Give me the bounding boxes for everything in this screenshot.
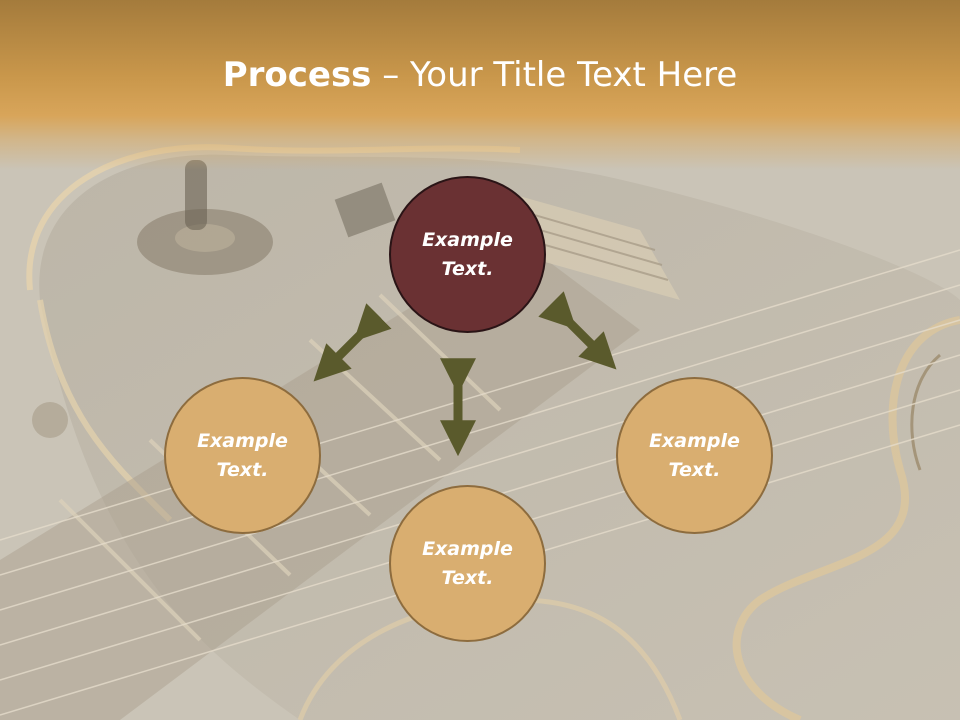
circle-right-text: Example Text.	[649, 429, 740, 481]
title-bold: Process	[222, 55, 372, 95]
slide-title[interactable]: Process – Your Title Text Here	[0, 52, 960, 98]
title-band	[0, 0, 960, 170]
circle-left-text: Example Text.	[197, 429, 288, 481]
circle-center-text: Example Text.	[422, 228, 513, 280]
circle-bottom-text: Example Text.	[422, 537, 513, 589]
title-rest: – Your Title Text Here	[371, 55, 738, 95]
process-circle-bottom[interactable]: Example Text.	[389, 485, 546, 642]
double-arrow-right-icon	[538, 291, 617, 370]
double-arrow-left-icon	[313, 303, 392, 382]
process-circle-center[interactable]: Example Text.	[389, 176, 546, 333]
process-circle-left[interactable]: Example Text.	[164, 377, 321, 534]
process-circle-right[interactable]: Example Text.	[616, 377, 773, 534]
